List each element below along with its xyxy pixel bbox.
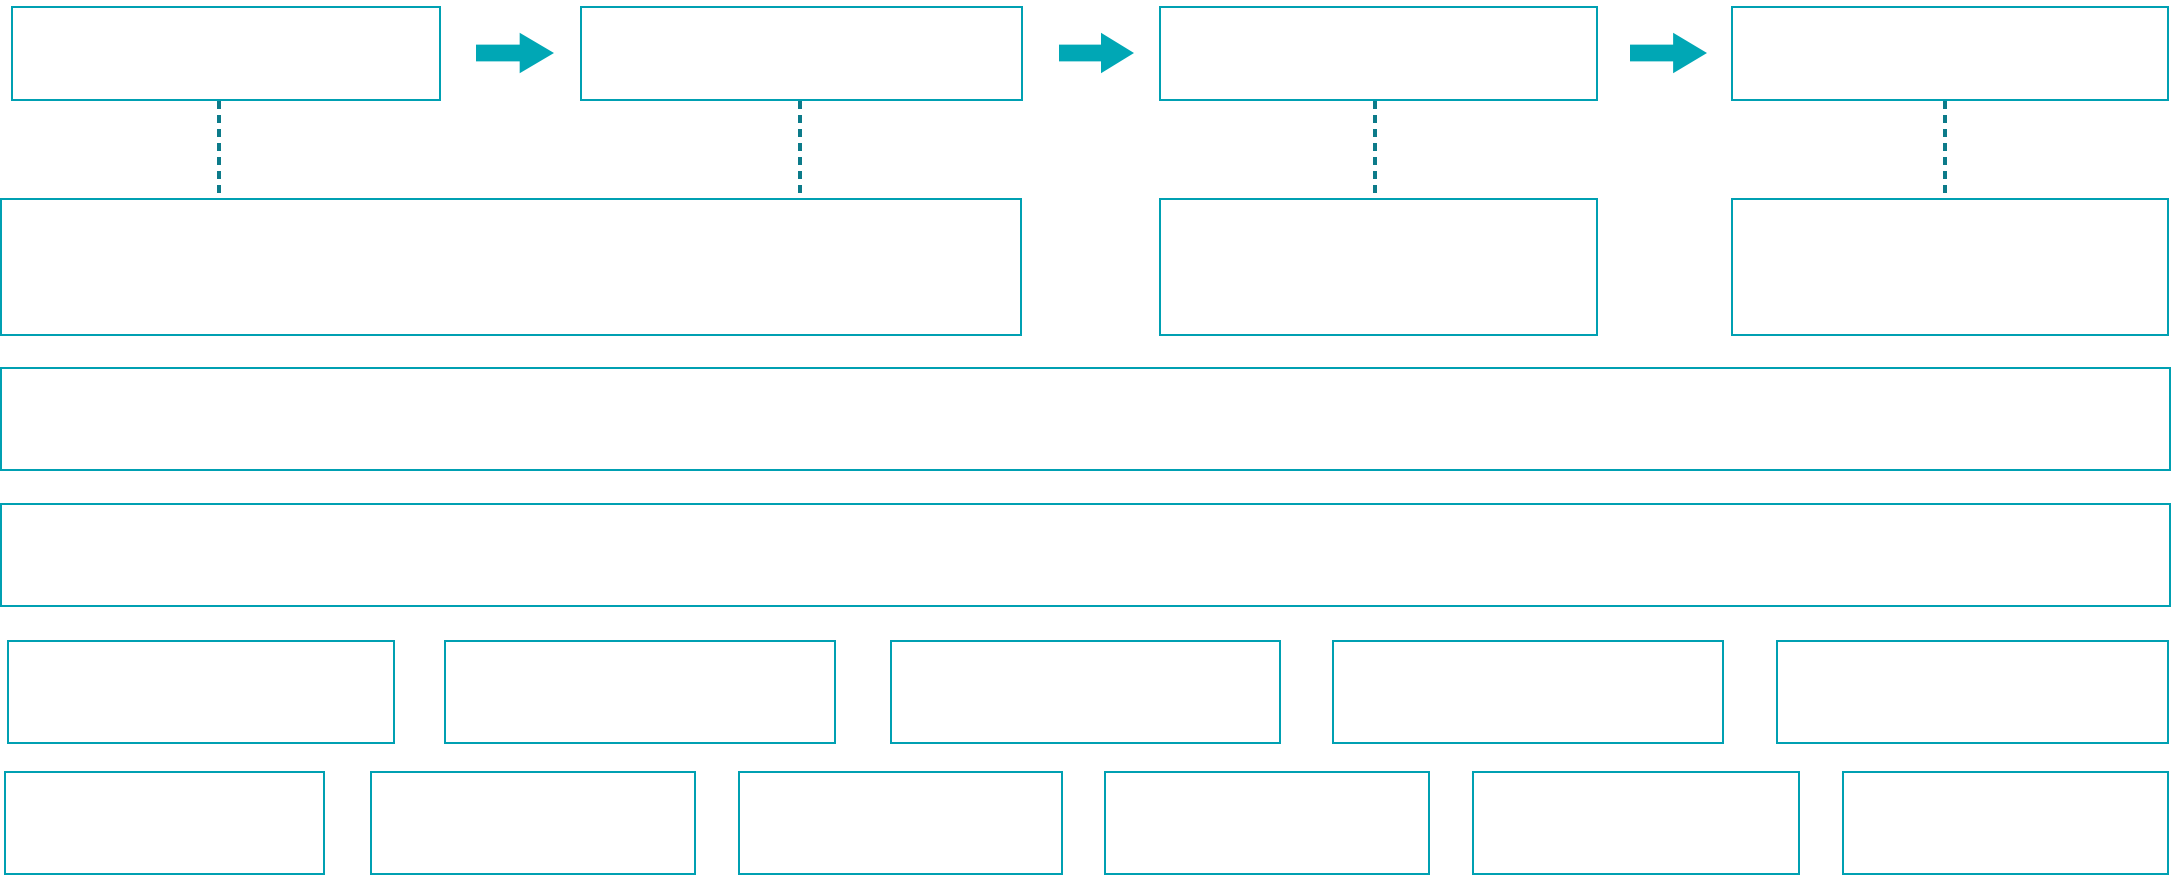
grid-box-r6-c3 [738, 771, 1063, 875]
dashed-connector [798, 101, 802, 198]
grid-box-r5-c5 [1776, 640, 2169, 744]
flow-step-box-4 [1731, 6, 2169, 101]
full-width-band-1 [0, 367, 2171, 471]
detail-box-mid [1159, 198, 1598, 336]
dashed-connector [1373, 101, 1377, 198]
detail-box-right [1731, 198, 2169, 336]
dashed-connector [1943, 101, 1947, 198]
full-width-band-2 [0, 503, 2171, 607]
right-arrow-icon [1059, 32, 1134, 74]
dashed-connector [217, 101, 221, 198]
flow-step-box-2 [580, 6, 1023, 101]
grid-box-r5-c4 [1332, 640, 1724, 744]
grid-box-r5-c2 [444, 640, 836, 744]
grid-box-r6-c1 [4, 771, 325, 875]
right-arrow-icon [476, 32, 554, 74]
grid-box-r5-c3 [890, 640, 1281, 744]
right-arrow-icon [1630, 32, 1707, 74]
flow-step-box-3 [1159, 6, 1598, 101]
flow-step-box-1 [11, 6, 441, 101]
grid-box-r6-c5 [1472, 771, 1800, 875]
grid-box-r6-c6 [1842, 771, 2169, 875]
detail-box-wide [0, 198, 1022, 336]
grid-box-r6-c2 [370, 771, 696, 875]
grid-box-r5-c1 [7, 640, 395, 744]
grid-box-r6-c4 [1104, 771, 1430, 875]
